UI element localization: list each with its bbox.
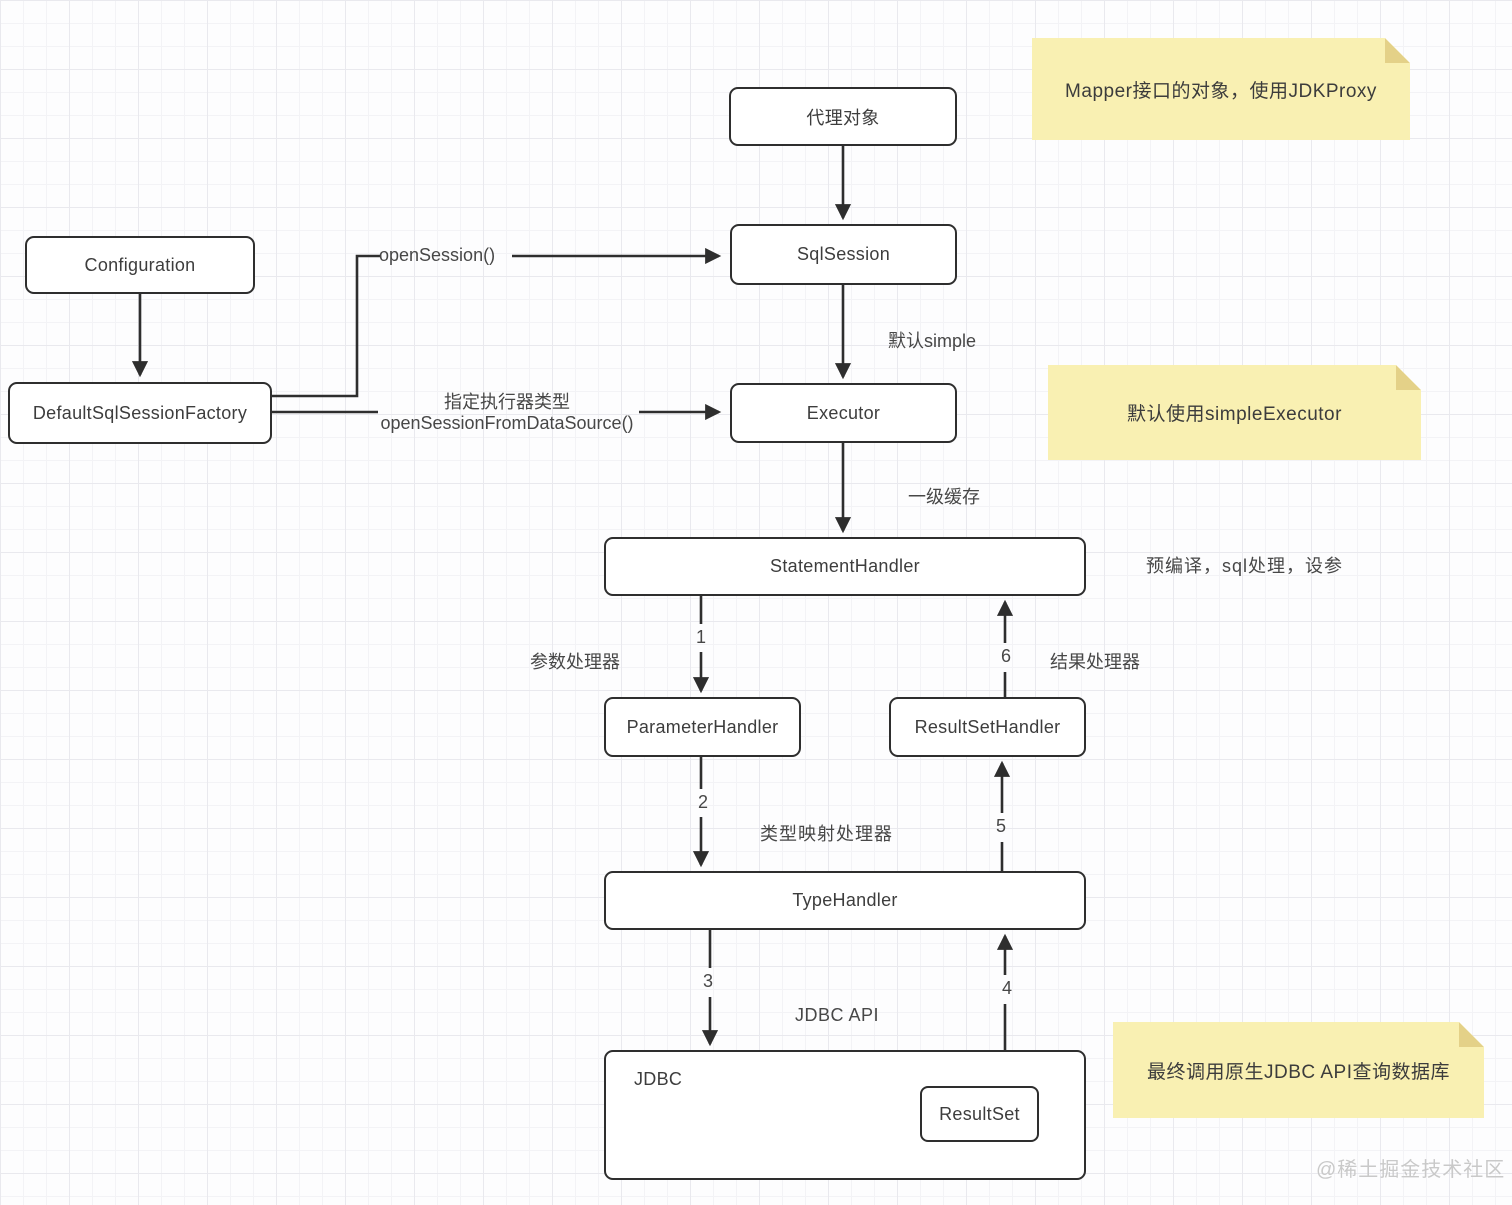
- edge-label-executor-type-line2: openSessionFromDataSource(): [380, 413, 634, 433]
- node-statement-handler-label: StatementHandler: [770, 556, 920, 576]
- sticky-note-mapper-proxy: Mapper接口的对象，使用JDKProxy: [1032, 38, 1410, 140]
- edge-label-type-mapping: 类型映射处理器: [760, 824, 893, 844]
- step-number-3: 3: [702, 971, 714, 991]
- node-proxy-object-label: 代理对象: [806, 107, 880, 128]
- edge-factory-to-sqlsession-elbow: [272, 254, 380, 398]
- sticky-note-simple-executor-text: 默认使用simpleExecutor: [1127, 404, 1342, 425]
- sticky-note-jdbc-query-text: 最终调用原生JDBC API查询数据库: [1147, 1061, 1450, 1083]
- node-sqlsession: SqlSession: [730, 224, 957, 285]
- edge-label-jdbc-api: JDBC API: [795, 1005, 880, 1025]
- node-configuration-label: Configuration: [84, 254, 196, 275]
- node-jdbc: JDBC: [604, 1050, 1086, 1180]
- side-label-precompile: 预编译，sql处理，设参: [1146, 556, 1344, 576]
- edge-label-result-processor: 结果处理器: [1050, 652, 1140, 672]
- node-parameter-handler-label: ParameterHandler: [626, 716, 779, 737]
- node-configuration: Configuration: [25, 236, 255, 294]
- node-sqlsession-label: SqlSession: [796, 244, 891, 264]
- edge-label-executor-type: 指定执行器类型 openSessionFromDataSource(): [380, 392, 633, 434]
- node-executor: Executor: [730, 383, 957, 443]
- step-number-1: 1: [695, 627, 707, 647]
- node-executor-label: Executor: [806, 402, 881, 423]
- node-resultset-handler: ResultSetHandler: [889, 697, 1086, 757]
- edge-label-open-session: openSession(): [379, 245, 496, 265]
- step-number-4: 4: [1001, 978, 1013, 998]
- node-type-handler: TypeHandler: [604, 871, 1086, 930]
- sticky-note-simple-executor: 默认使用simpleExecutor: [1048, 365, 1421, 460]
- node-default-sqlsession-factory: DefaultSqlSessionFactory: [8, 382, 272, 444]
- node-parameter-handler: ParameterHandler: [604, 697, 801, 757]
- watermark: @稀土掘金技术社区: [1316, 1159, 1506, 1181]
- edge-label-executor-type-line1: 指定执行器类型: [444, 392, 570, 412]
- step-number-2: 2: [697, 792, 709, 812]
- edge-label-default-simple: 默认simple: [888, 331, 977, 351]
- step-number-6: 6: [1000, 646, 1012, 666]
- edge-label-parameter-processor: 参数处理器: [530, 652, 620, 672]
- sticky-note-mapper-proxy-text: Mapper接口的对象，使用JDKProxy: [1065, 80, 1377, 102]
- step-number-5: 5: [995, 816, 1007, 836]
- node-jdbc-label: JDBC: [634, 1069, 683, 1089]
- node-resultset-handler-label: ResultSetHandler: [914, 716, 1061, 737]
- node-type-handler-label: TypeHandler: [792, 890, 898, 910]
- edge-label-first-level-cache: 一级缓存: [908, 487, 980, 507]
- node-proxy-object: 代理对象: [729, 87, 957, 146]
- sticky-note-jdbc-query: 最终调用原生JDBC API查询数据库: [1113, 1022, 1484, 1118]
- node-resultset: ResultSet: [920, 1086, 1039, 1142]
- node-default-sqlsession-factory-label: DefaultSqlSessionFactory: [32, 402, 248, 423]
- node-statement-handler: StatementHandler: [604, 537, 1086, 596]
- node-resultset-label: ResultSet: [939, 1103, 1020, 1124]
